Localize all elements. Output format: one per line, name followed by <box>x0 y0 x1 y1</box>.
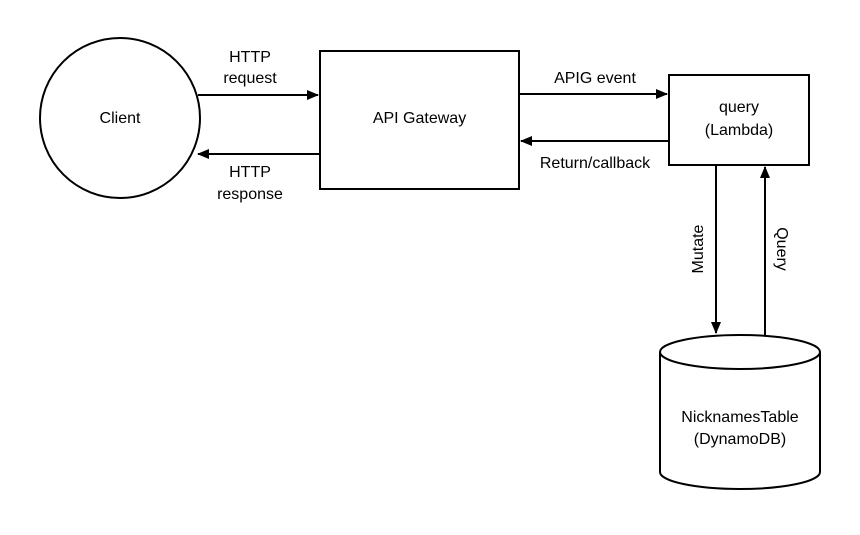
client-circle <box>39 37 201 199</box>
return-callback-edge: Return/callback <box>520 136 669 172</box>
http-response-label-line2: response <box>217 186 283 203</box>
api-gateway-node: API Gateway <box>319 50 520 190</box>
dynamodb-cylinder-top <box>659 334 821 370</box>
query-label: Query <box>773 227 790 271</box>
lambda-box <box>668 74 810 166</box>
dynamodb-label-line1: NicknamesTable <box>681 409 798 426</box>
lambda-node: query (Lambda) <box>668 74 810 166</box>
apig-event-edge: APIG event <box>519 70 668 99</box>
lambda-label-line2: (Lambda) <box>705 122 773 139</box>
http-response-edge: HTTP response <box>197 149 320 203</box>
http-response-label-line1: HTTP <box>229 164 271 181</box>
dynamodb-node: NicknamesTable (DynamoDB) <box>659 334 821 490</box>
http-request-label-line2: request <box>223 70 277 87</box>
apig-event-label: APIG event <box>554 70 636 87</box>
client-node: Client <box>39 37 201 199</box>
http-request-label-line1: HTTP <box>229 49 271 66</box>
http-request-edge: HTTP request <box>198 49 319 100</box>
mutate-edge: Mutate <box>690 165 721 334</box>
api-gateway-box <box>319 50 520 190</box>
lambda-label-line1: query <box>719 99 759 116</box>
api-gateway-label: API Gateway <box>373 110 466 127</box>
query-edge: Query <box>760 166 790 335</box>
mutate-label: Mutate <box>690 224 707 273</box>
return-callback-label: Return/callback <box>540 155 651 172</box>
dynamodb-cylinder-body <box>659 352 821 490</box>
client-label: Client <box>100 110 141 127</box>
dynamodb-label-line2: (DynamoDB) <box>694 431 786 448</box>
